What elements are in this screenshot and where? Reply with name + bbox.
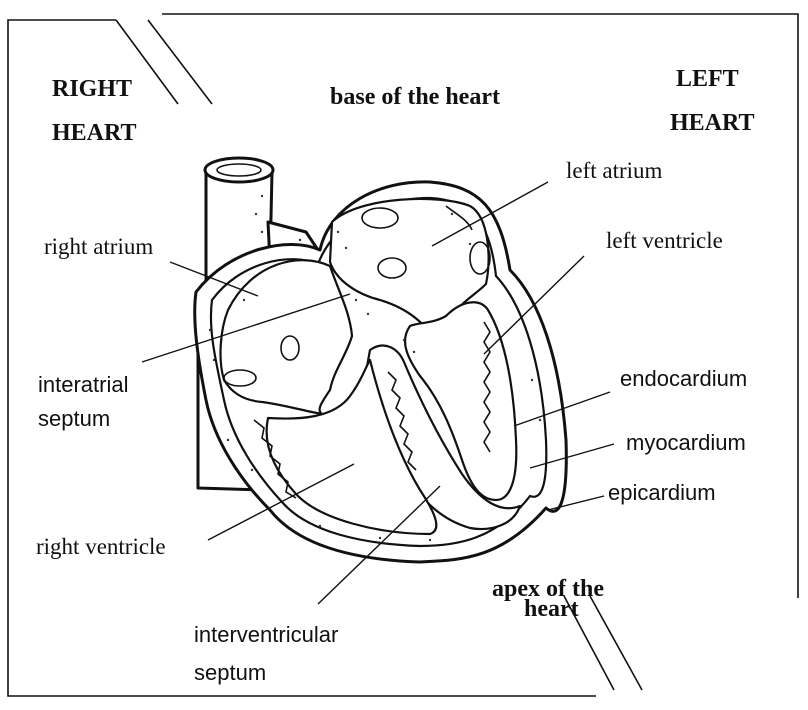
myocardium-label: myocardium <box>626 430 746 455</box>
vessel-opening <box>205 158 273 182</box>
right-heart-label-line2: HEART <box>52 120 137 146</box>
left-atrium-label: left atrium <box>566 158 663 183</box>
apex-label-line2: heart <box>524 596 579 622</box>
interventricular-septum-label-line1: interventricular <box>194 622 338 647</box>
right-ventricle-label: right ventricle <box>36 534 166 559</box>
right-heart-label-line1: RIGHT <box>52 76 132 102</box>
left-ventricle-label: left ventricle <box>606 228 723 253</box>
base-of-heart-label: base of the heart <box>330 84 500 110</box>
heart-illustration <box>195 158 567 562</box>
epicardium-label: epicardium <box>608 480 716 505</box>
left-heart-label-line1: LEFT <box>676 66 739 92</box>
interatrial-septum-label-line2: septum <box>38 406 110 431</box>
right-atrium-label: right atrium <box>44 234 153 259</box>
interventricular-septum-label-line2: septum <box>194 660 266 685</box>
interatrial-septum-label-line1: interatrial <box>38 372 128 397</box>
left-heart-label-line2: HEART <box>670 110 755 136</box>
endocardium-label: endocardium <box>620 366 747 391</box>
